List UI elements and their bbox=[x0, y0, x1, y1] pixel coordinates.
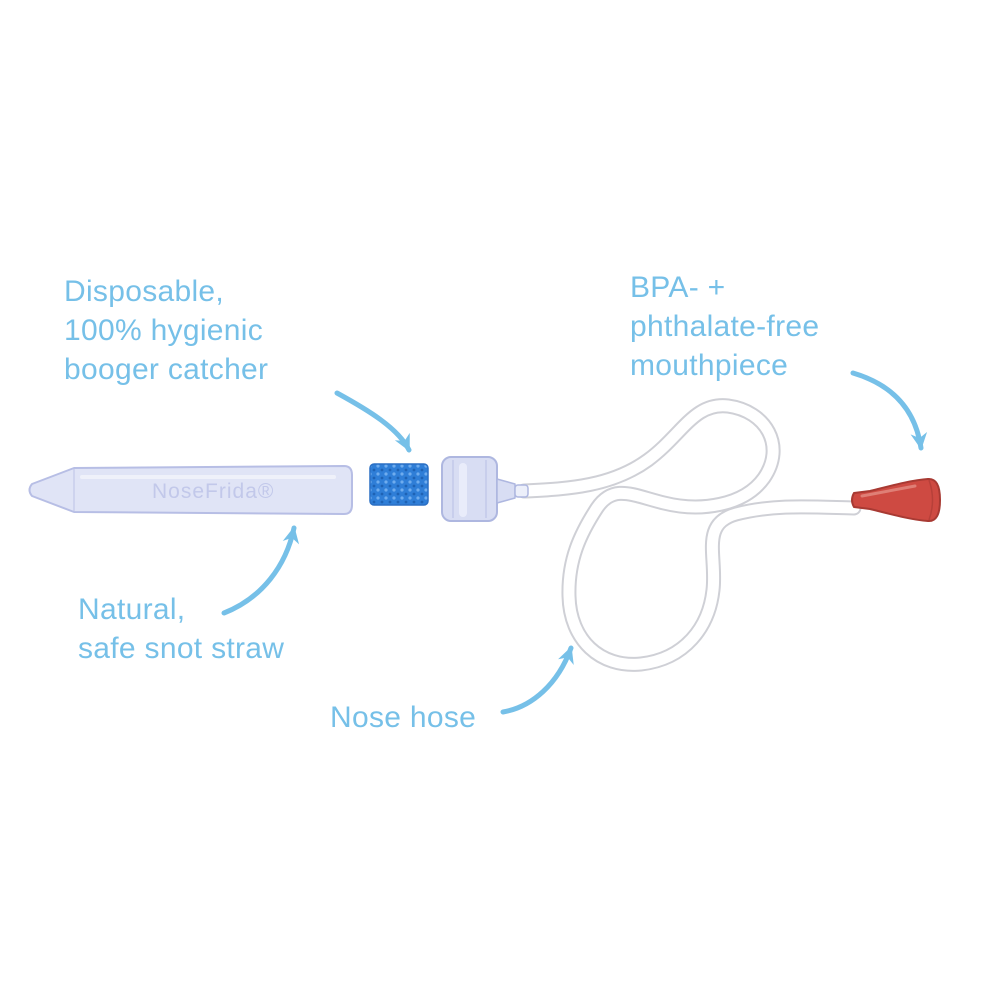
arrow-to-hose bbox=[500, 645, 574, 715]
snot-straw-illustration: NoseFrida® bbox=[28, 465, 353, 515]
cap-illustration bbox=[441, 456, 529, 522]
mouthpiece-illustration bbox=[851, 477, 941, 523]
arrow-to-mouthpiece bbox=[850, 370, 928, 451]
nose-hose-illustration bbox=[516, 398, 862, 672]
straw-brand-text: NoseFrida® bbox=[152, 480, 274, 503]
arrow-to-straw bbox=[221, 525, 300, 616]
label-booger-catcher: Disposable, 100% hygienic booger catcher bbox=[64, 275, 269, 386]
arrow-to-foam bbox=[334, 390, 412, 453]
label-mouthpiece: BPA- + phthalate-free mouthpiece bbox=[630, 271, 820, 382]
label-snot-straw: Natural, safe snot straw bbox=[78, 593, 285, 665]
foam-filter-illustration bbox=[369, 463, 429, 506]
label-nose-hose: Nose hose bbox=[330, 701, 477, 734]
